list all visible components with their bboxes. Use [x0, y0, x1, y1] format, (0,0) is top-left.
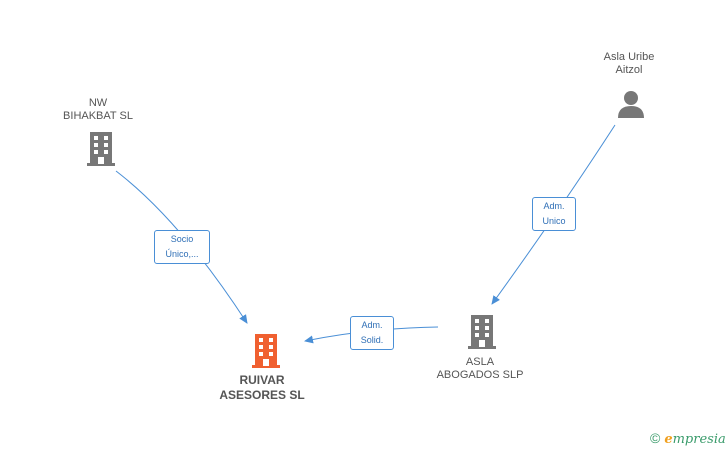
node-name-line2: BIHAKBAT SL [63, 110, 133, 122]
edge-label-socio-unico[interactable]: Socio Único,... [154, 230, 210, 264]
node-name-line1: RUIVAR [239, 373, 285, 387]
node-label-ruivar[interactable]: RUIVAR ASESORES SL [207, 373, 317, 403]
building-icon[interactable] [250, 334, 282, 368]
edge-label-line1: Adm. [361, 320, 383, 330]
edge-label-line1: Socio [170, 234, 194, 244]
building-icon[interactable] [85, 132, 117, 166]
node-name-line2: ASESORES SL [219, 388, 305, 402]
node-label-nw-bihakbat[interactable]: NW BIHAKBAT SL [48, 97, 148, 123]
node-name-line1: Asla Uribe [603, 51, 655, 63]
edge-label-line1: Adm. [543, 201, 565, 211]
person-icon[interactable] [616, 89, 646, 119]
node-label-asla-abogados[interactable]: ASLA ABOGADOS SLP [420, 356, 540, 382]
edge-label-line2: Solid. [360, 335, 384, 345]
empresia-logo: ©empresia [650, 430, 726, 447]
edge-label-adm-unico[interactable]: Adm. Unico [532, 197, 576, 231]
edge-label-adm-solid[interactable]: Adm. Solid. [350, 316, 394, 350]
building-icon[interactable] [466, 315, 498, 349]
logo-e-letter: e [664, 432, 673, 447]
logo-wordmark: mpresia [672, 432, 726, 447]
node-name-line1: NW [88, 97, 108, 109]
copyright-symbol: © [650, 430, 661, 446]
edge-label-line2: Unico [542, 216, 566, 226]
edge-label-line2: Único,... [165, 249, 199, 259]
node-name-line2: ABOGADOS SLP [436, 369, 524, 381]
node-name-line1: ASLA [465, 356, 495, 368]
node-name-line2: Aitzol [615, 64, 643, 76]
node-label-asla-uribe[interactable]: Asla Uribe Aitzol [579, 51, 679, 77]
